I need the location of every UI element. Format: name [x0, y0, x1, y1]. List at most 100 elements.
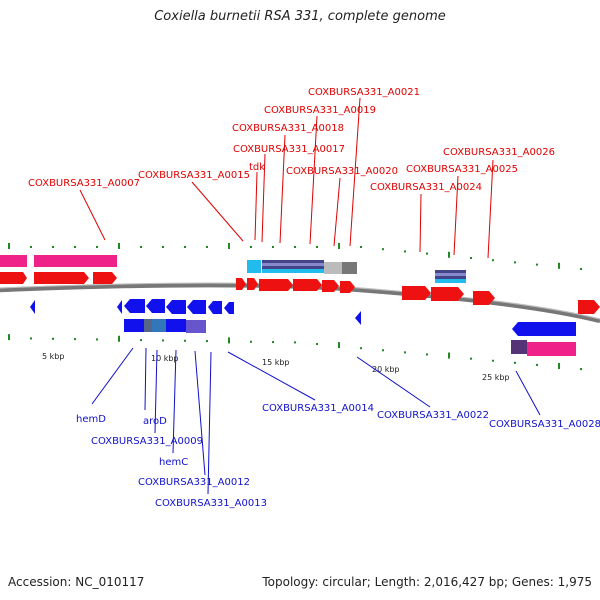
tick-mark	[140, 246, 142, 248]
tick-mark	[184, 246, 186, 248]
gene-label[interactable]: hemC	[159, 457, 188, 468]
gene-label[interactable]: hemD	[76, 414, 106, 425]
feature-box[interactable]	[144, 319, 152, 332]
feature-box[interactable]	[435, 276, 466, 279]
gene-arrow[interactable]	[402, 286, 431, 300]
gene-arrow[interactable]	[0, 272, 27, 284]
feature-stack-top	[247, 260, 466, 283]
gene-arrow[interactable]	[293, 279, 322, 291]
scale-labels: 5 kbp 10 kbp 15 kbp 20 kbp 25 kbp	[42, 352, 510, 382]
gene-label[interactable]: COXBURSA331_A0017	[233, 144, 345, 155]
gene-arrow[interactable]	[259, 279, 293, 291]
feature-box[interactable]	[324, 262, 342, 274]
feature-box[interactable]	[262, 260, 324, 263]
gene-arrow[interactable]	[34, 272, 89, 284]
tick-mark	[162, 339, 164, 342]
tick-mark	[514, 361, 516, 364]
gene-label[interactable]: COXBURSA331_A0014	[262, 403, 374, 414]
gene-arrow[interactable]	[431, 287, 464, 301]
gene-label[interactable]: COXBURSA331_A0012	[138, 477, 250, 488]
gene-arrow[interactable]	[247, 278, 258, 290]
feature-box[interactable]	[247, 260, 261, 273]
feature-box[interactable]	[124, 319, 144, 332]
tick-mark	[74, 338, 76, 341]
feature-box[interactable]	[152, 319, 166, 332]
gene-label[interactable]: COXBURSA331_A0025	[406, 164, 518, 175]
tick-mark	[8, 334, 10, 341]
tick-mark	[8, 243, 10, 249]
feature-box[interactable]	[527, 342, 576, 356]
feature-box[interactable]	[435, 273, 466, 276]
bottom-tick-row	[8, 334, 582, 371]
gene-arrow[interactable]	[117, 300, 122, 314]
gene-arrow[interactable]	[340, 281, 355, 293]
gene-label[interactable]: COXBURSA331_A0018	[232, 123, 344, 134]
tick-mark	[448, 352, 450, 359]
tick-mark	[426, 252, 428, 255]
gene-label[interactable]: COXBURSA331_A0007	[28, 178, 140, 189]
gene-label[interactable]: COXBURSA331_A0028	[489, 419, 600, 430]
tick-mark	[404, 250, 406, 253]
tick-mark	[140, 339, 142, 342]
feature-box[interactable]	[435, 279, 466, 283]
gene-label[interactable]: aroD	[143, 416, 167, 427]
tick-mark	[250, 340, 252, 343]
gene-arrow[interactable]	[322, 280, 339, 292]
tick-mark	[294, 246, 296, 248]
feature-box[interactable]	[166, 319, 186, 332]
gene-arrow[interactable]	[124, 299, 145, 313]
tick-mark	[448, 251, 450, 258]
feature-box[interactable]	[262, 266, 324, 269]
tick-mark	[338, 243, 340, 249]
gene-label[interactable]: tdk	[249, 162, 265, 173]
feature-box[interactable]	[262, 263, 324, 266]
tick-mark	[294, 341, 296, 344]
gene-arrow[interactable]	[166, 300, 186, 314]
gene-label[interactable]: COXBURSA331_A0021	[308, 87, 420, 98]
genome-summary-text: Topology: circular; Length: 2,016,427 bp…	[262, 575, 592, 589]
tick-mark	[360, 246, 362, 248]
tick-mark	[118, 335, 120, 342]
gene-label[interactable]: COXBURSA331_A0015	[138, 170, 250, 181]
tick-mark	[250, 246, 252, 248]
feature-box[interactable]	[34, 255, 117, 267]
gene-arrow[interactable]	[224, 302, 234, 314]
gene-arrow[interactable]	[473, 291, 495, 305]
gene-arrow[interactable]	[236, 278, 246, 290]
gene-label[interactable]: COXBURSA331_A0009	[91, 436, 203, 447]
gene-arrow[interactable]	[146, 299, 165, 313]
gene-label[interactable]: COXBURSA331_A0013	[155, 498, 267, 509]
feature-box[interactable]	[342, 262, 357, 274]
gene-arrow[interactable]	[93, 272, 117, 284]
feature-box[interactable]	[186, 320, 206, 333]
feature-box[interactable]	[511, 340, 527, 354]
tick-mark	[470, 257, 472, 259]
kbp-label: 5 kbp	[42, 352, 64, 361]
tick-mark	[580, 268, 582, 270]
tick-mark	[206, 246, 208, 248]
gene-label[interactable]: COXBURSA331_A0024	[370, 182, 482, 193]
gene-arrow[interactable]	[578, 300, 600, 314]
feature-box[interactable]	[0, 255, 27, 267]
gene-label[interactable]: COXBURSA331_A0026	[443, 147, 555, 158]
gene-arrow[interactable]	[208, 301, 222, 314]
feature-stack-bottom	[124, 319, 206, 333]
gene-label[interactable]: COXBURSA331_A0022	[377, 410, 489, 421]
gene-arrow[interactable]	[30, 300, 35, 314]
tick-mark	[558, 363, 560, 370]
gene-arrow[interactable]	[512, 322, 576, 336]
feature-box[interactable]	[262, 269, 324, 273]
gene-arrow[interactable]	[187, 300, 206, 314]
gene-label[interactable]: COXBURSA331_A0020	[286, 166, 398, 177]
forward-gene-track	[0, 272, 600, 314]
tick-mark	[536, 263, 538, 266]
gene-label[interactable]: COXBURSA331_A0019	[264, 105, 376, 116]
gene-arrow[interactable]	[355, 311, 361, 325]
tick-mark	[404, 351, 406, 354]
tick-mark	[382, 349, 384, 352]
feature-box[interactable]	[435, 270, 466, 273]
tick-mark	[74, 246, 76, 248]
top-callout-lines	[79, 97, 494, 259]
tick-mark	[338, 342, 340, 349]
